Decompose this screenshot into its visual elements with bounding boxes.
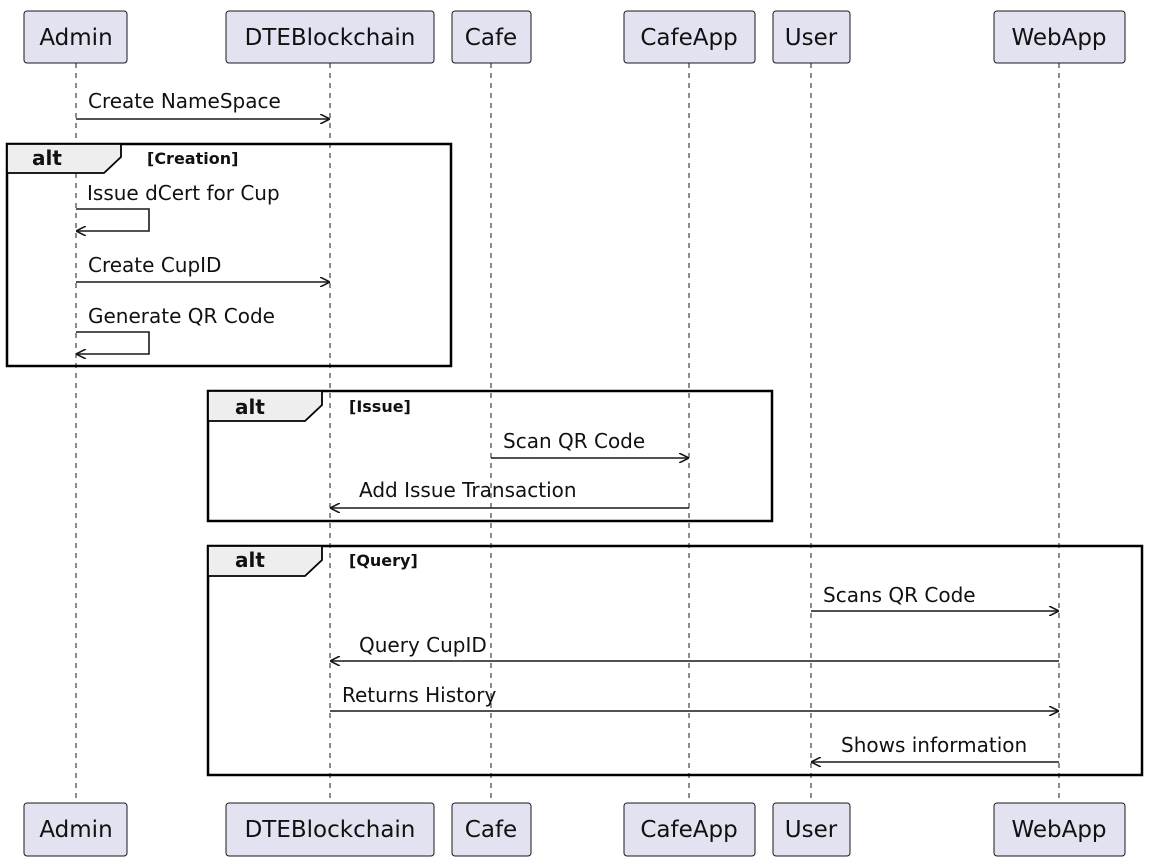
participant-dteblockchain-bottom: DTEBlockchain [225, 802, 435, 857]
alt-fragment-creation: alt [Creation] [5, 142, 453, 368]
participant-label: DTEBlockchain [245, 25, 416, 51]
fragment-tab [207, 545, 323, 577]
fragment-guard: [Issue] [349, 397, 411, 416]
participant-label: User [785, 25, 838, 51]
participant-cafeapp-bottom: CafeApp [623, 802, 756, 857]
message-create-namespace: Create NameSpace [76, 89, 330, 119]
participant-webapp-top: WebApp [993, 10, 1126, 64]
alt-fragment-query: alt [Query] [206, 544, 1144, 777]
participant-label: User [785, 817, 838, 843]
message-label: Generate QR Code [88, 304, 275, 328]
participant-cafe-top: Cafe [451, 10, 532, 64]
alt-fragment-issue: alt [Issue] [206, 389, 774, 523]
participant-user-top: User [772, 10, 851, 64]
participant-label: DTEBlockchain [245, 817, 416, 843]
participant-label: Admin [39, 25, 112, 51]
message-issue-dcert-for-cup: Issue dCert for Cup [76, 181, 280, 231]
message-scans-qr-code: Scans QR Code [811, 583, 1059, 611]
message-label: Shows information [841, 733, 1027, 757]
fragment-kind: alt [235, 548, 265, 572]
participant-cafeapp-top: CafeApp [623, 10, 756, 64]
message-scan-qr-code: Scan QR Code [491, 429, 689, 458]
participant-label: CafeApp [640, 817, 737, 843]
message-label: Scans QR Code [823, 583, 976, 607]
fragment-kind: alt [32, 146, 62, 170]
participant-admin-top: Admin [23, 10, 128, 64]
message-label: Scan QR Code [503, 429, 645, 453]
message-returns-history: Returns History [330, 683, 1059, 711]
message-label: Create CupID [88, 253, 221, 277]
fragment-guard: [Query] [349, 551, 418, 570]
message-generate-qr-code: Generate QR Code [76, 304, 275, 354]
participant-label: Admin [39, 817, 112, 843]
message-shows-information: Shows information [811, 733, 1059, 762]
message-label: Create NameSpace [88, 89, 281, 113]
fragment-tab [6, 143, 122, 174]
participant-user-bottom: User [772, 802, 851, 857]
fragment-kind: alt [235, 395, 265, 419]
participant-dteblockchain-top: DTEBlockchain [225, 10, 435, 64]
participant-cafe-bottom: Cafe [451, 802, 532, 857]
message-add-issue-transaction: Add Issue Transaction [330, 478, 689, 508]
fragment-tab [207, 390, 323, 422]
participant-webapp-bottom: WebApp [993, 802, 1126, 857]
participant-label: WebApp [1011, 25, 1106, 51]
message-label: Issue dCert for Cup [87, 181, 280, 205]
participant-admin-bottom: Admin [23, 802, 128, 857]
participant-label: CafeApp [640, 25, 737, 51]
message-label: Add Issue Transaction [359, 478, 577, 502]
message-query-cupid: Query CupID [330, 633, 1059, 661]
participant-label: Cafe [465, 25, 517, 51]
message-create-cupid: Create CupID [76, 253, 330, 282]
participant-label: WebApp [1011, 817, 1106, 843]
message-label: Returns History [342, 683, 496, 707]
fragment-guard: [Creation] [147, 149, 238, 168]
participant-label: Cafe [465, 817, 517, 843]
message-label: Query CupID [359, 633, 487, 657]
